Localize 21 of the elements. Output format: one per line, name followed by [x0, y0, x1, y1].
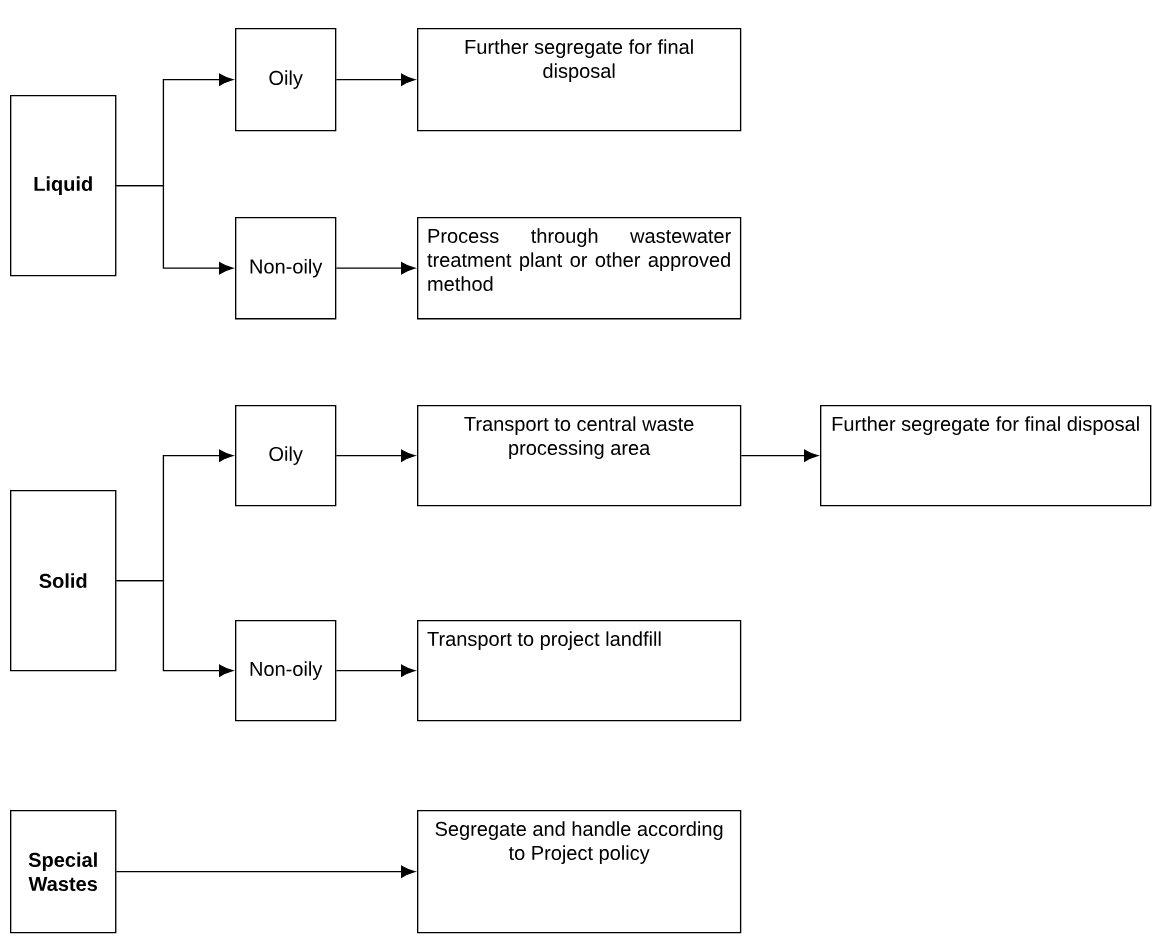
arrow	[335, 73, 416, 86]
process-box: Segregate and handle according to Project policy	[417, 810, 742, 934]
process-box: Oily	[235, 405, 337, 507]
process-box: Transport to project landfill	[417, 620, 742, 722]
process-box: Non-oily	[235, 620, 337, 722]
process-box: Non-oily	[235, 217, 337, 320]
category-box: Solid	[10, 490, 117, 672]
category-box: Special Wastes	[10, 810, 117, 934]
process-box: Further segregate for final disposal	[417, 28, 742, 132]
arrow	[115, 580, 234, 677]
category-box: Liquid	[10, 95, 117, 277]
process-box: Process through wastewater treatment plant or other approved method	[417, 217, 742, 320]
process-box: Oily	[235, 28, 337, 132]
arrow	[335, 449, 416, 462]
process-box: Transport to central waste processing area	[417, 405, 742, 507]
arrow	[740, 449, 819, 462]
arrow	[115, 185, 234, 275]
process-box: Further segregate for final disposal	[820, 405, 1152, 507]
arrow	[335, 262, 416, 275]
arrow	[115, 865, 416, 878]
arrow	[335, 664, 416, 677]
